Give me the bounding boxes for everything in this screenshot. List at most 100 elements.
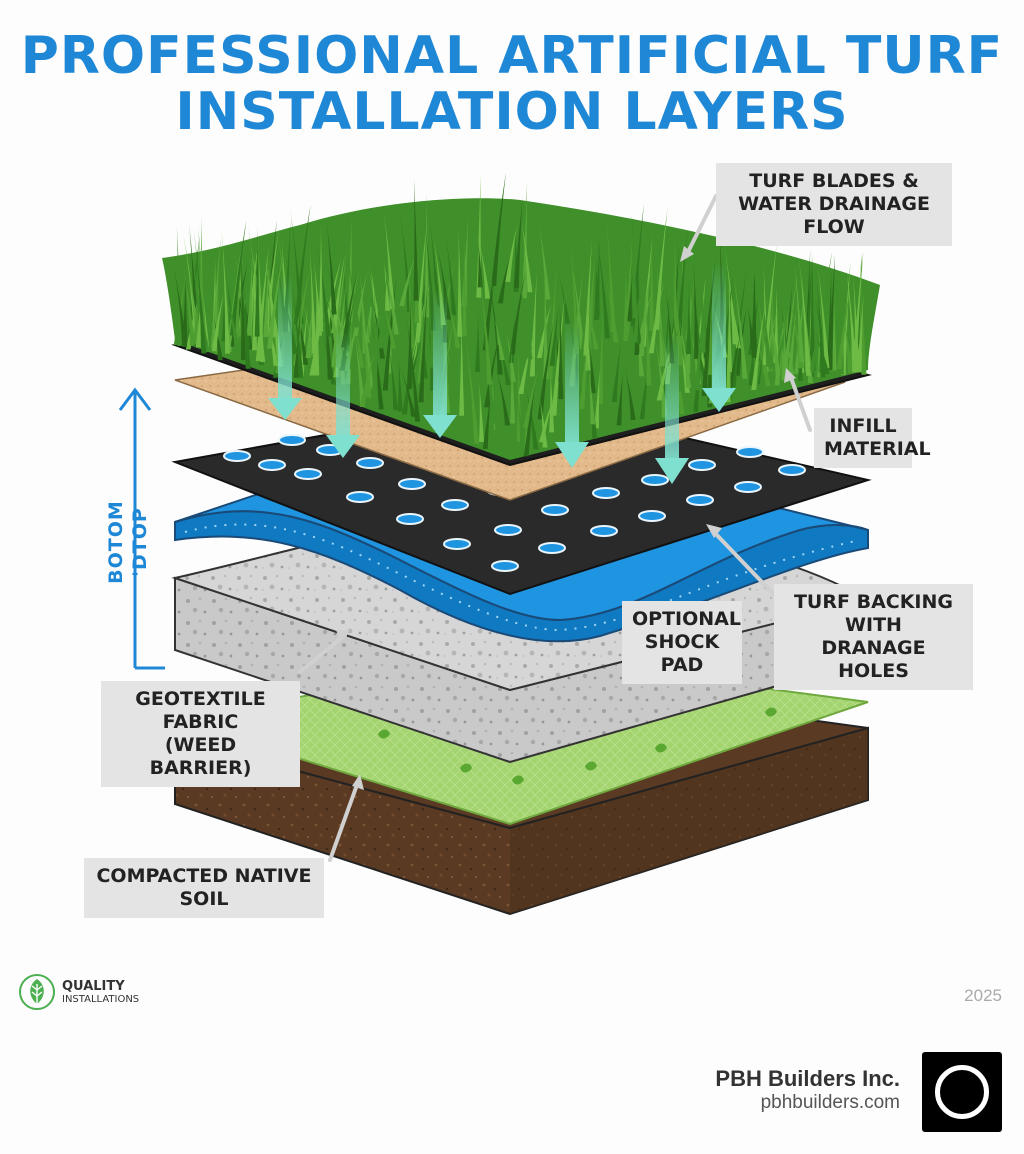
grass-blade [759,281,770,391]
circle-logo-icon [922,1052,1002,1132]
callout-turf-backing-line-2: DRANAGE HOLES [821,637,926,682]
page-title: PROFESSIONAL ARTIFICIAL TURF INSTALLATIO… [0,28,1024,140]
grass-blade [494,364,511,426]
grass-blade [409,300,424,373]
grass-blade [520,216,533,293]
grass-blade [570,253,585,350]
grass-blade [383,261,391,311]
grass-blade [295,266,311,334]
grass-blade [239,264,251,369]
grass-blade [539,397,548,448]
water-arrow-5 [655,335,689,484]
grass-blade [443,289,461,349]
grass-blade [246,251,253,336]
grass-blade [462,321,479,444]
callout-shock-pad-line-1: OPTIONAL [632,608,741,630]
logo-ring [935,1065,989,1119]
grass-blade [654,207,668,330]
callout-soil: COMPACTED NATIVE SOIL [84,858,324,918]
grass-blade [529,270,537,377]
grass-blade [686,282,692,354]
grass-blade [482,239,500,351]
grass-blade [583,238,592,356]
grass-blade [341,273,357,348]
callout-infill: INFILL MATERIAL [814,408,931,468]
grass-blade [826,268,832,371]
grass-blade [359,268,368,354]
grass-blade [352,324,366,405]
grass-blade [751,305,766,390]
callout-turf-blades: TURF BLADES & WATER DRAINAGE FLOW [716,163,952,246]
grass-blade [611,343,621,403]
grass-blade [808,326,821,373]
bottom-to-top-label: BOTOM 'DTOP [105,500,151,584]
grass-blade [263,259,269,337]
grass-blade [547,259,558,380]
badge-line-1: QUALITY [62,979,125,994]
grass-blade [423,210,436,331]
grass-blade [532,271,547,325]
water-arrow-1 [268,275,302,420]
grass-blade [648,282,664,354]
grass-blade [588,339,596,394]
water-arrow-2 [326,330,360,458]
title-line-2: INSTALLATION LAYERS [175,82,849,142]
grass-blade [483,335,500,408]
grass-blade [461,238,467,337]
brand-url[interactable]: pbhbuilders.com [760,1092,900,1113]
grass-blade [597,306,603,405]
grass-blade [537,217,551,300]
grass-blade [584,300,599,350]
grass-blade [477,240,483,288]
grass-blade [851,250,864,373]
grass-blade [497,257,510,304]
callout-turf-blades-line-1: TURF BLADES & [749,170,919,192]
grass-blade [836,285,851,370]
grass-blade [624,367,636,420]
callout-soil-line-1: COMPACTED NATIVE SOIL [96,865,312,910]
grass-blade [648,226,654,331]
grass-blade [513,197,523,288]
grass-blade [413,177,419,301]
grass-blade [677,231,684,352]
grass-blade [536,303,552,359]
callout-turf-backing: TURF BACKING WITH DRANAGE HOLES [774,584,973,690]
grass-blade [478,240,491,299]
grass-blade [595,224,610,339]
grass-blade [587,256,595,332]
callout-geotextile-line-1: GEOTEXTILE FABRIC [135,688,266,733]
grass-blade [182,257,196,346]
grass-blade [816,259,830,369]
grass-blade [305,305,313,359]
grass-blade [405,310,421,422]
grass-blade [294,299,309,365]
bottom-to-top-arrow [118,387,165,670]
grass-blade [429,219,440,307]
grass-blade [558,302,564,400]
grass-blade [623,262,629,342]
callout-geotextile-line-2: (WEED BARRIER) [149,734,252,779]
grass-blade [616,373,623,426]
grass-blade [315,234,331,337]
grass-blade [781,322,787,373]
leaf-icon [19,974,55,1010]
grass-blade [193,229,207,354]
grass-blade [693,262,700,359]
callout-shock-pad: OPTIONAL SHOCK PAD [622,601,742,684]
grass-blade [748,285,755,386]
grass-blade [418,284,428,403]
grass-blade [549,306,559,366]
grass-blade [389,349,399,411]
grass-blade [368,225,378,307]
grass-blade [653,330,668,414]
grass-blade [815,270,826,378]
grass-blade [730,260,748,379]
grass-blade [755,256,772,367]
grass-blade [516,392,526,451]
water-flow-arrows [268,262,736,484]
callout-geotextile: GEOTEXTILE FABRIC (WEED BARRIER) [101,681,300,787]
grass-blade [289,208,304,324]
callout-turf-backing-line-1: TURF BACKING WITH [793,591,954,636]
grass-blade [322,285,339,341]
grass-blade [725,287,731,403]
